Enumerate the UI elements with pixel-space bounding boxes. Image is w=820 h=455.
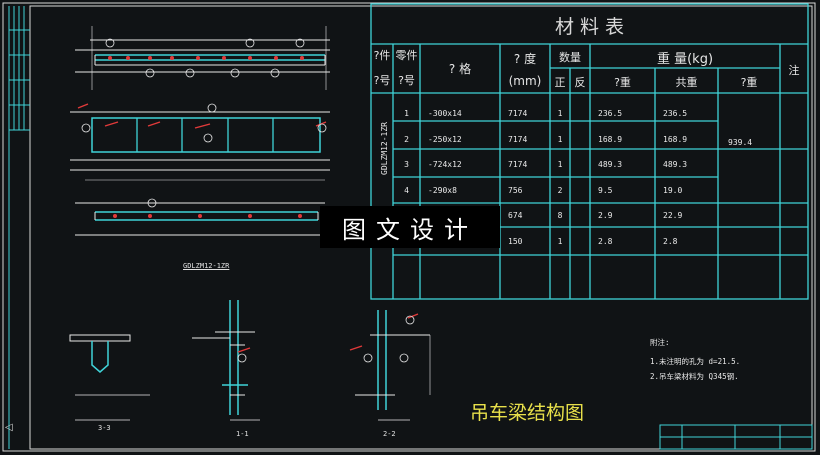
inner-frame <box>29 5 813 450</box>
row-2-len: 7174 <box>508 135 528 144</box>
table-title: 材 料 表 <box>554 16 625 38</box>
notes-block: 附注: 1.未注明的孔为 d=21.5. 2.吊车梁材料为 Q345钢. <box>650 335 740 384</box>
section-3-3-label: 3-3 <box>98 424 111 432</box>
row-4-spec: -290x8 <box>428 186 457 195</box>
row-2-no: 2 <box>404 135 409 144</box>
row-3-qty: 1 <box>557 160 563 169</box>
notes-heading: 附注: <box>650 338 670 347</box>
section-3-3 <box>69 334 150 421</box>
row-6-qty: 1 <box>557 237 563 246</box>
row-5-len: 674 <box>508 211 523 220</box>
row-2-total: 168.9 <box>663 135 688 144</box>
header-qty-pos: 正 <box>554 76 566 89</box>
row-6-len: 150 <box>508 237 523 246</box>
header-part-no-b: ?号 <box>373 74 391 87</box>
header-total: 共重 <box>675 76 698 89</box>
header-sum: ?重 <box>740 76 758 89</box>
middle-elevation-view <box>70 103 330 181</box>
row-6-single: 2.8 <box>598 237 613 246</box>
header-weight: 重 量(kg) <box>656 52 714 67</box>
header-qty: 数量 <box>559 51 581 64</box>
header-remark: 注 <box>788 64 800 77</box>
header-member-no-a: 零件 <box>395 49 418 62</box>
row-4-qty: 2 <box>557 186 563 195</box>
notes-line-1: 1.未注明的孔为 d=21.5. <box>650 357 741 366</box>
row-6-total: 2.8 <box>663 237 678 246</box>
section-2-2-label: 2-2 <box>383 430 396 438</box>
row-1-single: 236.5 <box>598 109 623 118</box>
row-4-no: 4 <box>404 186 409 195</box>
lower-elevation-view <box>75 198 325 236</box>
header-qty-neg: 反 <box>574 76 586 89</box>
section-1-1-label: 1-1 <box>236 430 249 438</box>
row-3-single: 489.3 <box>598 160 623 169</box>
header-spec: ? 格 <box>448 62 472 76</box>
row-1-len: 7174 <box>508 109 528 118</box>
row-3-spec: -724x12 <box>428 160 462 169</box>
section-2-2 <box>349 310 431 421</box>
part-label-vertical: GDLZM12-1ZR <box>380 122 389 175</box>
row-4-total: 19.0 <box>663 186 683 195</box>
row-1-qty: 1 <box>557 109 563 118</box>
row-3-no: 3 <box>404 160 409 169</box>
notes-line-2: 2.吊车梁材料为 Q345钢. <box>650 372 739 381</box>
row-3-len: 7174 <box>508 160 528 169</box>
header-length-b: (mm) <box>508 74 542 88</box>
header-part-no-a: ?件 <box>373 49 391 62</box>
row-2-single: 168.9 <box>598 135 623 144</box>
row-4-len: 756 <box>508 186 523 195</box>
row-1-spec: -300x14 <box>428 109 462 118</box>
row-2-qty: 1 <box>557 135 563 144</box>
header-member-no-b: ?号 <box>398 74 415 87</box>
row-5-single: 2.9 <box>598 211 613 220</box>
top-plan-view <box>75 26 330 90</box>
header-length-a: ? 度 <box>513 52 537 66</box>
row-1-total: 236.5 <box>663 109 688 118</box>
sum-weight: 939.4 <box>728 138 753 147</box>
row-5-total: 22.9 <box>663 211 683 220</box>
drawing-title: 吊车梁结构图 <box>470 402 585 424</box>
row-2-spec: -250x12 <box>428 135 462 144</box>
row-1-no: 1 <box>404 109 409 118</box>
title-block <box>659 424 813 450</box>
row-5-qty: 8 <box>557 211 563 220</box>
watermark-banner: 图文设计 <box>320 206 500 248</box>
material-table-grid <box>370 3 809 300</box>
section-1-1 <box>192 300 260 421</box>
row-4-single: 9.5 <box>598 186 613 195</box>
header-single: ?重 <box>614 76 631 89</box>
row-3-total: 489.3 <box>663 160 688 169</box>
nav-arrow-icon[interactable]: ◁ <box>5 422 13 433</box>
elevation-label: GDLZM12-1ZR <box>183 262 230 270</box>
